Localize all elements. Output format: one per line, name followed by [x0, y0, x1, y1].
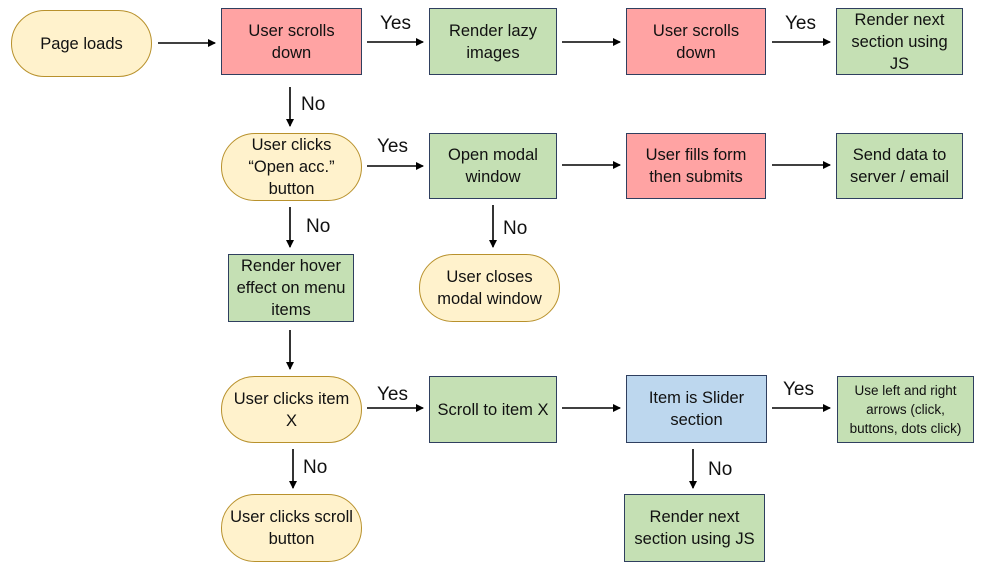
node-user-scrolls-down-1: User scrolls down: [221, 8, 362, 75]
node-label: User clicks scroll button: [230, 508, 353, 548]
node-label: Render hover effect on menu items: [236, 257, 346, 319]
edge-label-no: No: [708, 459, 733, 480]
edge-label-yes: Yes: [377, 136, 408, 157]
node-user-scrolls-down-2: User scrolls down: [626, 8, 766, 75]
node-label: Use left and right arrows (click, button…: [849, 383, 962, 436]
node-render-hover-effect: Render hover effect on menu items: [228, 254, 354, 322]
node-label: User clicks item X: [233, 389, 350, 430]
node-label: Open modal window: [448, 146, 538, 186]
node-label: Item is Slider section: [648, 389, 745, 429]
node-label: Render next section using JS: [851, 10, 948, 73]
node-user-fills-form: User fills form then submits: [626, 133, 766, 199]
edge-label-no: No: [306, 216, 331, 237]
node-label: Scroll to item X: [437, 400, 549, 419]
edge-label-no: No: [303, 457, 328, 478]
node-user-clicks-scroll-button: User clicks scroll button: [221, 494, 362, 562]
node-user-clicks-item-x: User clicks item X: [221, 376, 362, 443]
edge-label-no: No: [301, 94, 326, 115]
edge-label-no: No: [503, 218, 528, 239]
node-send-data: Send data to server / email: [836, 133, 963, 199]
edge-label-yes: Yes: [783, 379, 814, 400]
node-label: Render lazy images: [448, 21, 538, 62]
node-label: User scrolls down: [652, 21, 740, 62]
node-label: User closes modal window: [437, 268, 542, 308]
edge-label-yes: Yes: [380, 13, 411, 34]
node-use-arrows: Use left and right arrows (click, button…: [837, 376, 974, 443]
node-label: User scrolls down: [248, 21, 335, 62]
node-item-is-slider: Item is Slider section: [626, 375, 767, 443]
node-label: Send data to server / email: [849, 146, 950, 186]
node-label: Render next section using JS: [634, 508, 755, 548]
node-user-clicks-open-acc: User clicks “Open acc.” button: [221, 133, 362, 201]
node-page-loads: Page loads: [11, 10, 152, 77]
node-render-lazy-images: Render lazy images: [429, 8, 557, 75]
edge-label-yes: Yes: [785, 13, 816, 34]
node-user-closes-modal: User closes modal window: [419, 254, 560, 322]
node-label: User fills form then submits: [645, 146, 747, 186]
node-label: User clicks “Open acc.” button: [248, 136, 335, 198]
node-open-modal-window: Open modal window: [429, 133, 557, 199]
edge-label-yes: Yes: [377, 384, 408, 405]
node-scroll-to-item-x: Scroll to item X: [429, 376, 557, 443]
node-label: Page loads: [40, 34, 123, 53]
node-render-next-section-1: Render next section using JS: [836, 8, 963, 75]
node-render-next-section-2: Render next section using JS: [624, 494, 765, 562]
